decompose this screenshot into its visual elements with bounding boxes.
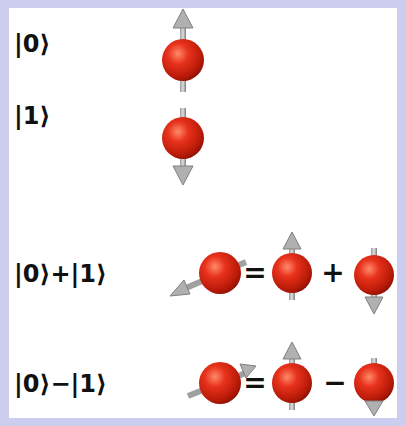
minus-sign: − [323, 369, 346, 397]
spin-down-small [354, 248, 394, 314]
spin-up [162, 9, 204, 92]
spin-up-small [272, 232, 312, 300]
spin-superposition-plus [170, 252, 246, 296]
state-label: |0⟩ [14, 32, 50, 56]
state-label: |0⟩−|1⟩ [14, 372, 107, 396]
spin-down [162, 108, 204, 185]
state-label: |0⟩+|1⟩ [14, 262, 107, 286]
equals-sign: = [243, 259, 266, 287]
spin-up-small [272, 342, 312, 410]
equals-sign: = [243, 369, 266, 397]
state-label: |1⟩ [14, 104, 50, 128]
plus-sign: + [321, 259, 344, 287]
white-panel [9, 8, 397, 418]
spin-down-small [354, 358, 394, 416]
